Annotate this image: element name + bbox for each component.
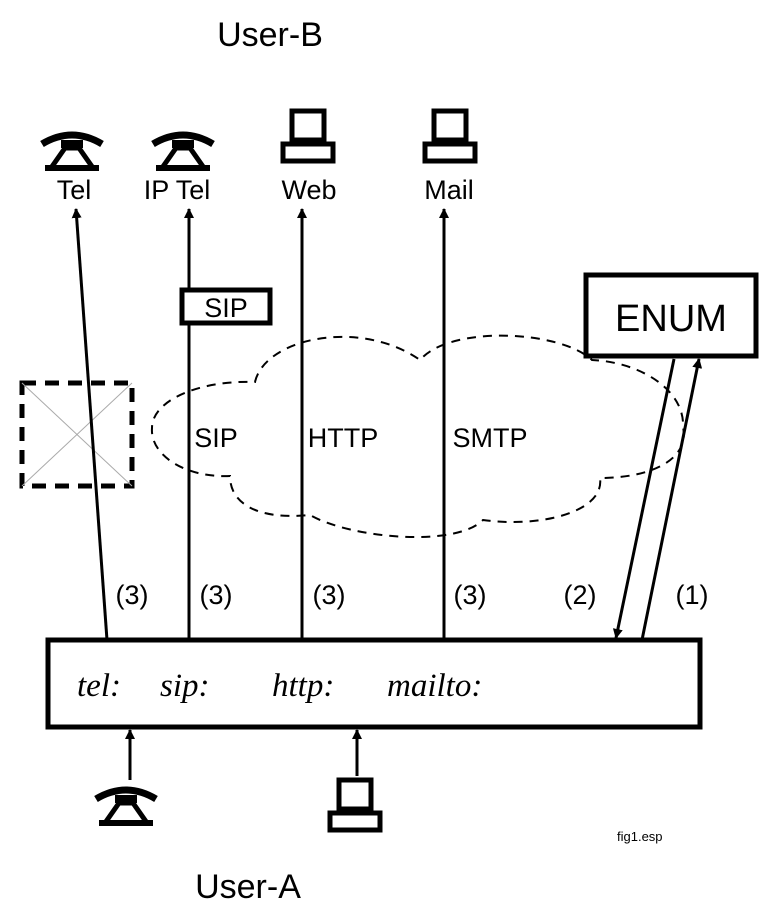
enum-query-arrow [640,358,703,641]
cloud-smtp-label: SMTP [452,423,527,453]
step-label-enum-response: (2) [564,580,597,610]
scheme-tel: tel: [77,668,121,704]
telephone-icon [42,135,102,168]
figure-label: fig1.esp [617,829,663,844]
sip-server-label: SIP [204,293,248,323]
scheme-sip: sip: [160,668,210,704]
computer-icon [283,111,333,161]
tel-endpoint-label: Tel [57,175,92,205]
mail-endpoint-label: Mail [424,175,474,205]
sip-server-box [179,287,273,326]
uri-scheme-box [45,637,703,730]
enum-server-box [583,272,759,359]
scheme-http: http: [272,668,334,704]
step-label-tel: (3) [116,580,149,610]
user-b-label: User-B [217,16,323,54]
cloud-http-label: HTTP [308,423,379,453]
tel-arrow [71,208,109,641]
step-label-mail: (3) [454,580,487,610]
scheme-mailto: mailto: [387,668,482,704]
enum-server-label: ENUM [615,298,727,340]
computer-icon [425,111,475,161]
internet-cloud [150,334,685,539]
step-label-sip: (3) [200,580,233,610]
telephone-icon [96,790,156,823]
cloud-sip-label: SIP [194,423,238,453]
enum-response-arrow [612,358,676,639]
step-label-enum-query: (1) [676,580,709,610]
gateway-cross [21,382,133,487]
step-label-web: (3) [313,580,346,610]
web-endpoint-label: Web [281,175,336,205]
gateway-box [19,380,135,489]
user-a-label: User-A [195,868,301,906]
ip-tel-endpoint-label: IP Tel [144,175,211,205]
ip-telephone-icon [153,135,213,168]
computer-icon [330,780,380,830]
